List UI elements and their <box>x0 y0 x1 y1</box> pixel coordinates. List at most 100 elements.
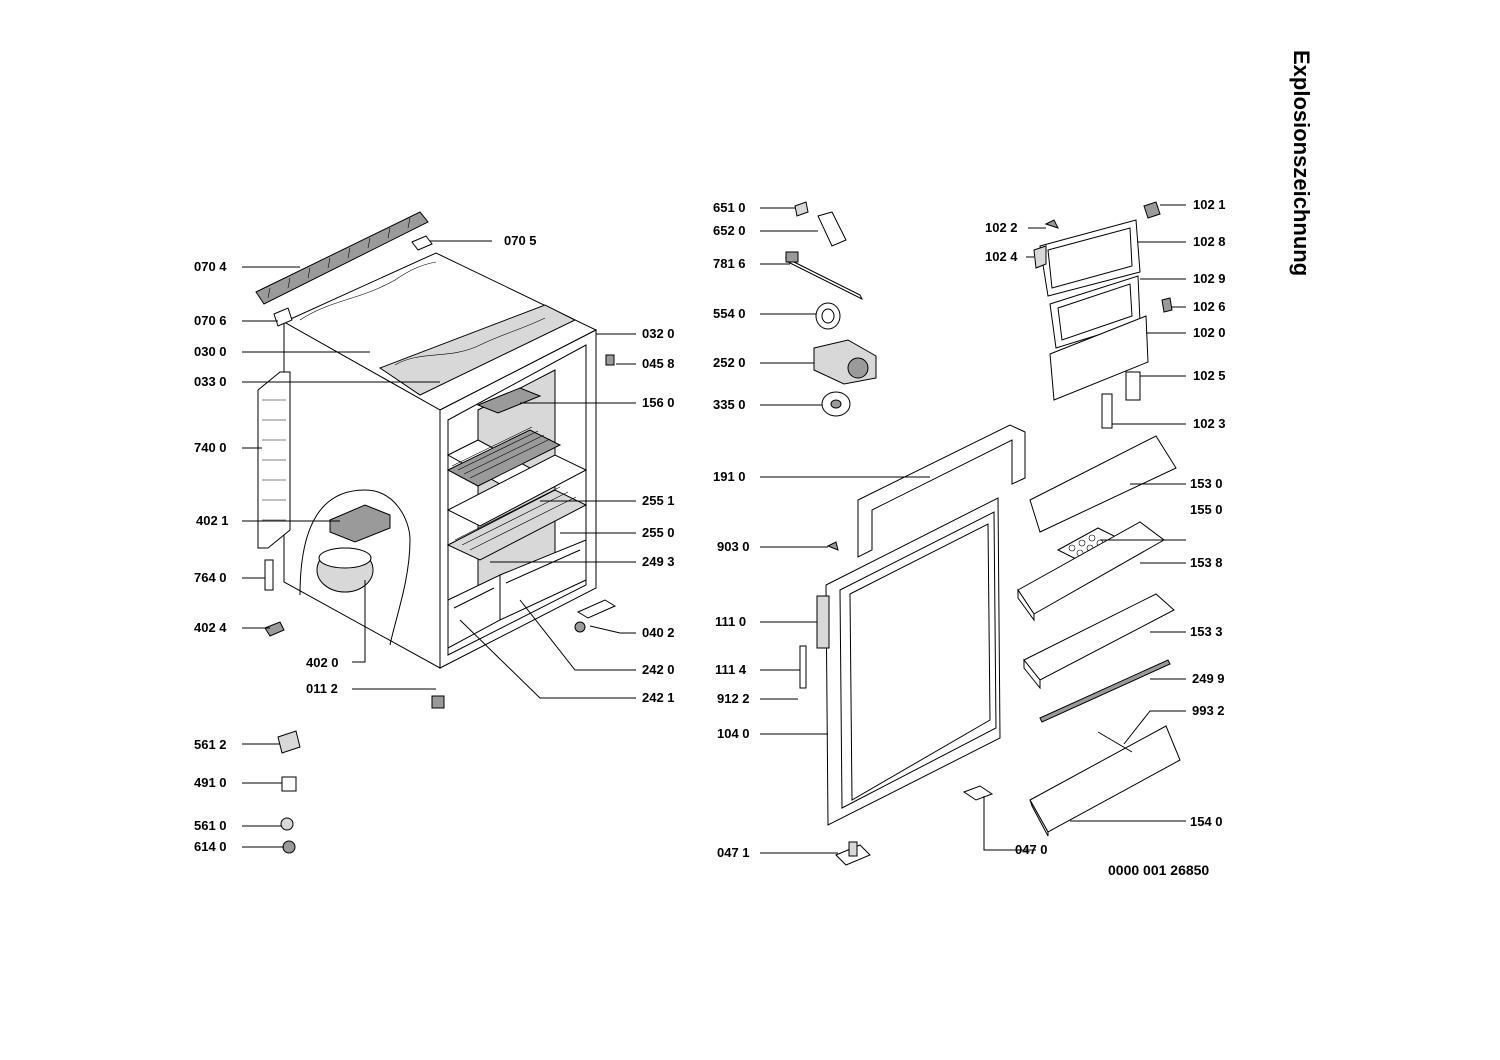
label-249-9: 249 9 <box>1192 671 1225 686</box>
clip-402-4 <box>264 621 285 637</box>
label-102-6: 102 6 <box>1193 299 1226 314</box>
label-651-0: 651 0 <box>713 200 746 215</box>
label-252-0: 252 0 <box>713 355 746 370</box>
drawing-title: Explosionszeichnung <box>1286 50 1316 310</box>
label-155-0: 155 0 <box>1190 502 1223 517</box>
label-153-3: 153 3 <box>1190 624 1223 639</box>
label-652-0: 652 0 <box>713 223 746 238</box>
door-gasket <box>857 424 1026 558</box>
label-561-2: 561 2 <box>194 737 227 752</box>
refrigerator-cabinet <box>255 211 617 854</box>
label-032-0: 032 0 <box>642 326 675 341</box>
label-070-6: 070 6 <box>194 313 227 328</box>
handle-cover <box>799 645 807 689</box>
bar-249-9 <box>1039 659 1171 723</box>
label-554-0: 554 0 <box>713 306 746 321</box>
hinge-upper <box>962 785 994 801</box>
relay-box <box>329 504 391 543</box>
cover-153-0 <box>1029 435 1177 533</box>
control-housing-252-0 <box>813 339 877 385</box>
label-070-4: 070 4 <box>194 259 227 274</box>
hinge-102-1 <box>1143 201 1161 219</box>
label-154-0: 154 0 <box>1190 814 1223 829</box>
label-903-0: 903 0 <box>717 539 750 554</box>
label-011-2: 011 2 <box>306 681 338 696</box>
hinge-pin <box>574 621 586 633</box>
label-111-0: 111 0 <box>715 614 747 629</box>
label-102-5: 102 5 <box>1193 368 1226 383</box>
label-070-5: 070 5 <box>504 233 537 248</box>
part-614-0 <box>282 840 296 854</box>
door-assembly <box>784 201 1181 866</box>
rod-993-2 <box>1097 731 1133 753</box>
part-102-6 <box>1161 297 1173 313</box>
crisper-drawers <box>447 539 587 649</box>
label-102-4: 102 4 <box>985 249 1018 264</box>
label-102-0: 102 0 <box>1193 325 1226 340</box>
filter-drier <box>264 559 274 591</box>
part-491-0 <box>281 776 297 792</box>
shelf-154-0 <box>1029 725 1181 833</box>
part-102-4 <box>1033 245 1047 269</box>
label-045-8: 045 8 <box>642 356 675 371</box>
label-402-4: 402 4 <box>194 620 227 635</box>
label-104-0: 104 0 <box>717 726 750 741</box>
door-handle <box>816 595 830 649</box>
label-242-0: 242 0 <box>642 662 675 677</box>
freezer-tray <box>476 387 542 414</box>
probe-781-6 <box>784 256 864 301</box>
hinge-040-2 <box>576 599 617 619</box>
label-102-2: 102 2 <box>985 220 1018 235</box>
label-040-2: 040 2 <box>642 625 675 640</box>
label-191-0: 191 0 <box>713 469 746 484</box>
label-156-0: 156 0 <box>642 395 675 410</box>
part-102-3 <box>1101 393 1113 429</box>
label-153-0: 153 0 <box>1190 476 1223 491</box>
label-764-0: 764 0 <box>194 570 227 585</box>
label-102-8: 102 8 <box>1193 234 1226 249</box>
label-614-0: 614 0 <box>194 839 227 854</box>
top-grille <box>255 211 429 305</box>
part-903-0 <box>826 541 839 551</box>
label-781-6: 781 6 <box>713 256 746 271</box>
drawing-title-text: Explosionszeichnung <box>1289 50 1314 277</box>
label-102-3: 102 3 <box>1193 416 1226 431</box>
bracket-070-6 <box>273 307 293 327</box>
label-111-4: 111 4 <box>715 662 747 677</box>
part-561-2 <box>277 730 301 754</box>
label-402-1: 402 1 <box>196 513 229 528</box>
part-102-5 <box>1125 371 1141 401</box>
label-491-0: 491 0 <box>194 775 227 790</box>
screw-045-8 <box>605 354 615 366</box>
shelves <box>446 426 588 561</box>
label-102-9: 102 9 <box>1193 271 1226 286</box>
foot-011-2 <box>431 695 445 709</box>
door-leader-lines <box>760 204 1186 854</box>
label-561-0: 561 0 <box>194 818 227 833</box>
label-047-1: 047 1 <box>717 845 750 860</box>
bracket-070-5 <box>411 235 433 251</box>
label-255-0: 255 0 <box>642 525 675 540</box>
label-153-8: 153 8 <box>1190 555 1223 570</box>
worktop-cover <box>378 304 577 396</box>
part-102-2 <box>1044 219 1059 229</box>
label-912-2: 912 2 <box>717 691 750 706</box>
label-102-1: 102 1 <box>1193 197 1226 212</box>
cabinet-leader-lines <box>242 240 636 848</box>
compressor-cutout <box>299 489 411 646</box>
label-402-0: 402 0 <box>306 655 339 670</box>
knob-651-0 <box>794 201 809 217</box>
label-740-0: 740 0 <box>194 440 227 455</box>
label-033-0: 033 0 <box>194 374 227 389</box>
label-047-0: 047 0 <box>1015 842 1048 857</box>
label-030-0: 030 0 <box>194 344 227 359</box>
switch-652-0 <box>817 211 847 247</box>
label-242-1: 242 1 <box>642 690 675 705</box>
label-249-3: 249 3 <box>642 554 675 569</box>
freezer-door-102-0 <box>1049 315 1149 401</box>
document-number: 0000 001 26850 <box>1108 862 1210 878</box>
label-993-2: 993 2 <box>1192 703 1225 718</box>
part-561-0 <box>280 817 294 831</box>
label-255-1: 255 1 <box>642 493 675 508</box>
